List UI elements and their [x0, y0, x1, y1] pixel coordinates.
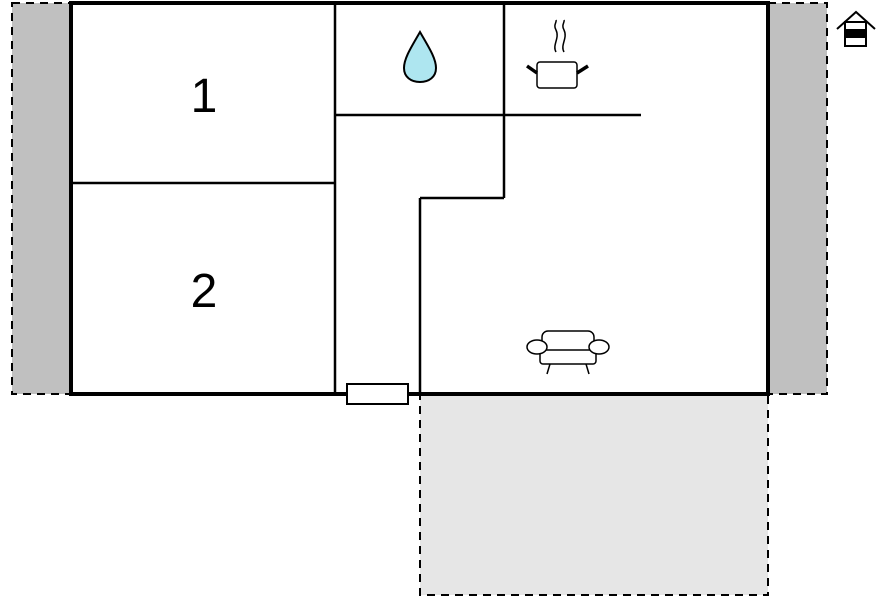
left-terrace — [11, 2, 72, 395]
outer-walls — [69, 1, 770, 396]
front-terrace — [419, 393, 769, 596]
cooking-pot-icon — [525, 19, 589, 89]
house-floor-icon — [836, 10, 876, 47]
water-drop-icon — [402, 29, 438, 84]
right-terrace — [767, 2, 828, 395]
sofa-icon — [526, 330, 610, 375]
room-2-label: 2 — [191, 265, 218, 318]
entrance-door — [346, 383, 409, 405]
room-1-label: 1 — [191, 70, 218, 123]
interior-walls — [71, 3, 641, 394]
